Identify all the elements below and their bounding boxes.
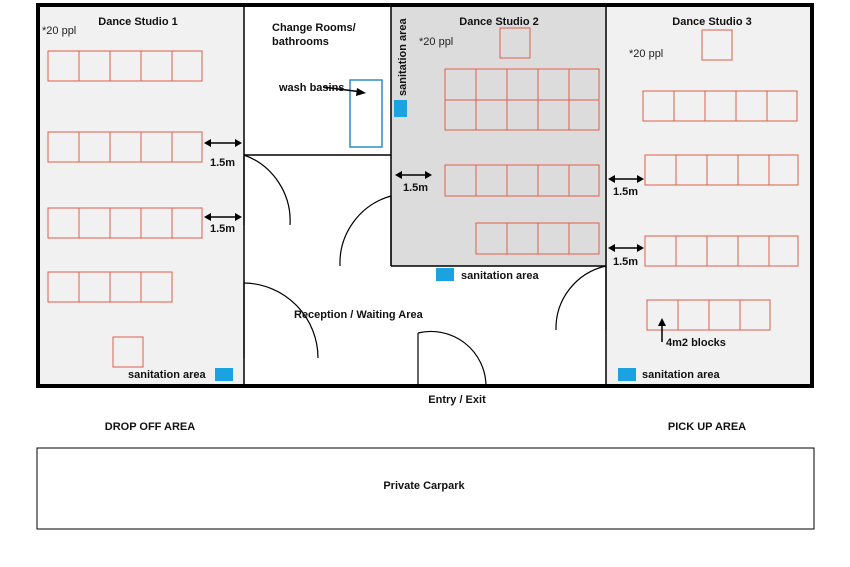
distance-label-5: 1.5m (613, 256, 638, 268)
sanitation-label-studio3: sanitation area (642, 369, 721, 381)
reception-title: Reception / Waiting Area (294, 309, 424, 321)
distance-label-2: 1.5m (210, 223, 235, 235)
change-rooms-title-line2: bathrooms (272, 36, 329, 48)
sanitation-label-reception: sanitation area (461, 270, 540, 282)
wash-basin-arrowhead (356, 88, 366, 96)
sanitation-label-studio1: sanitation area (128, 369, 207, 381)
carpark-outline (36, 447, 815, 530)
studio1-blocks (47, 50, 203, 368)
wash-basin-arrow (322, 86, 363, 93)
doors (243, 154, 607, 387)
studio3-capacity: *20 ppl (629, 48, 663, 60)
blocks-label: 4m2 blocks (666, 337, 726, 349)
distance-label-4: 1.5m (613, 186, 638, 198)
sanitation-marker-studio1 (215, 368, 233, 381)
studio1-capacity: *20 ppl (42, 25, 76, 37)
studio1-title: Dance Studio 1 (98, 16, 177, 28)
sanitation-marker-reception (436, 268, 454, 281)
studio2-title: Dance Studio 2 (459, 16, 538, 28)
carpark-title: Private Carpark (383, 480, 465, 492)
studio2-blocks (444, 27, 600, 255)
pick-up-label: PICK UP AREA (668, 421, 746, 433)
wash-basin (349, 79, 383, 148)
entry-label: Entry / Exit (428, 394, 486, 406)
studio3-title: Dance Studio 3 (672, 16, 751, 28)
sanitation-label-changerooms: sanitation area (397, 17, 409, 96)
change-rooms-title-line1: Change Rooms/ (272, 22, 356, 34)
distance-label-3: 1.5m (403, 182, 428, 194)
studio2-capacity: *20 ppl (419, 36, 453, 48)
distance-label-1: 1.5m (210, 157, 235, 169)
building-outline (36, 3, 814, 388)
drop-off-label: DROP OFF AREA (105, 421, 196, 433)
sanitation-marker-studio3 (618, 368, 636, 381)
distance-arrows (204, 139, 666, 342)
wash-basins-label: wash basins (278, 82, 344, 94)
sanitation-marker-changerooms (394, 100, 407, 117)
